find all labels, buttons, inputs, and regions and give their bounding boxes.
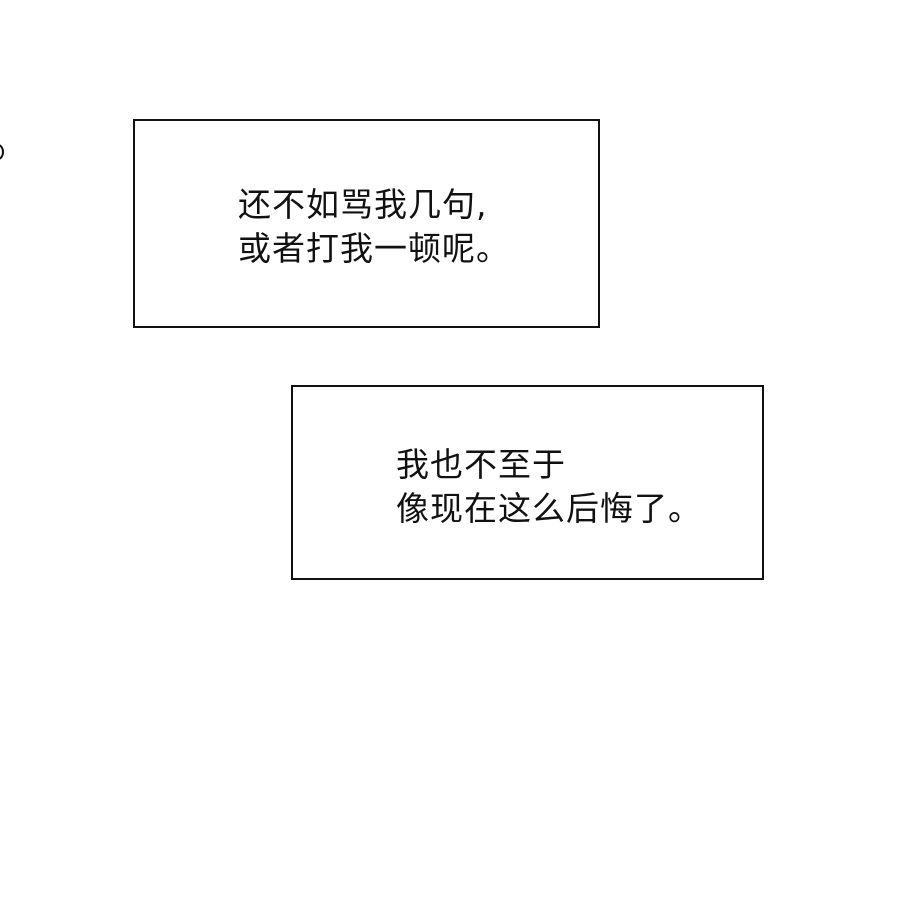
narration-line: 或者打我一顿呢。	[238, 229, 510, 268]
narration-line: 像现在这么后悔了。	[396, 489, 702, 528]
narration-box-1: 还不如骂我几句, 或者打我一顿呢。	[133, 119, 600, 328]
partial-speech-bubble-edge	[0, 144, 4, 160]
narration-line: 我也不至于	[396, 445, 566, 484]
narration-box-2: 我也不至于 像现在这么后悔了。	[291, 385, 764, 580]
narration-text-1: 还不如骂我几句, 或者打我一顿呢。	[238, 183, 510, 271]
narration-line: 还不如骂我几句,	[238, 185, 488, 224]
narration-text-2: 我也不至于 像现在这么后悔了。	[396, 443, 702, 531]
